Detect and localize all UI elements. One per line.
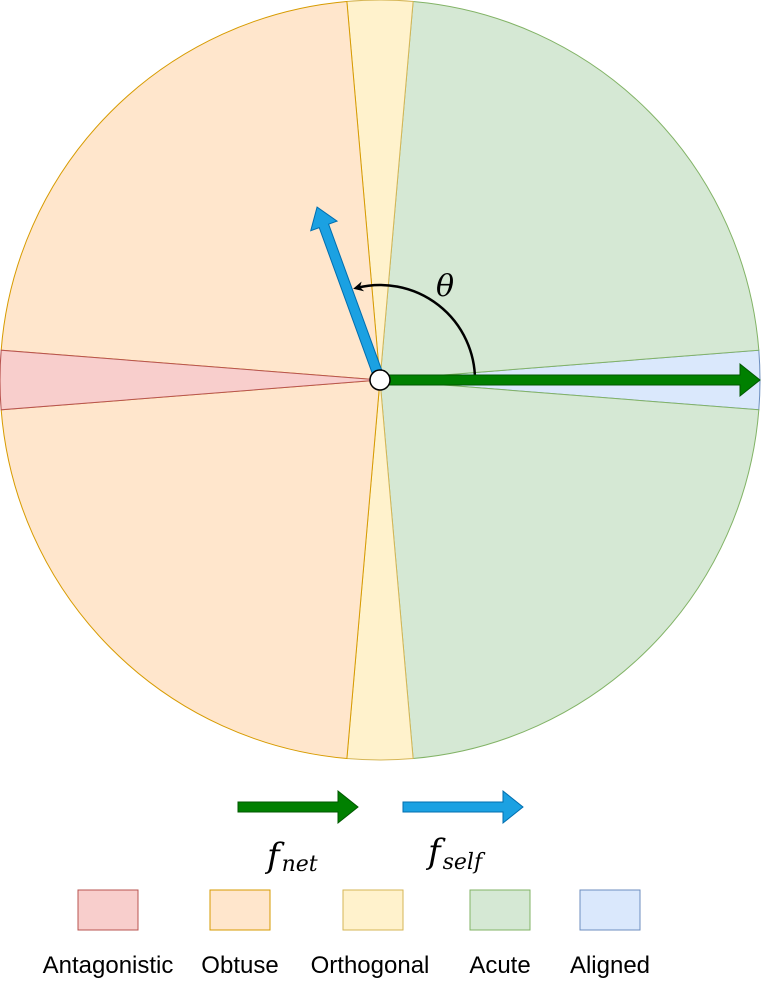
legend-swatch-orthogonal	[342, 889, 404, 931]
arrow-legend: fnet fself	[237, 789, 524, 877]
f-self-label-sub: self	[443, 850, 486, 875]
f-self-label: fself	[425, 832, 486, 875]
legend-label-antagonistic: Antagonistic	[43, 952, 174, 979]
f-net-label: fnet	[264, 836, 318, 877]
color-legend: Antagonistic Obtuse Orthogonal Acute Ali…	[43, 889, 650, 979]
f-self-legend-arrow	[402, 789, 524, 825]
sector-antagonistic	[0, 349, 381, 411]
legend-label-orthogonal: Orthogonal	[311, 952, 430, 979]
f-net-label-sub: net	[282, 852, 318, 877]
legend-swatch-aligned	[579, 889, 641, 931]
sector-obtuse-lower	[0, 379, 381, 760]
legend-swatch-obtuse	[209, 889, 271, 931]
legend-swatch-acute	[469, 889, 531, 931]
theta-angle-arc	[353, 281, 477, 381]
legend-label-aligned: Aligned	[570, 952, 650, 979]
legend-label-acute: Acute	[469, 952, 530, 979]
f-self-vector-arrow	[310, 206, 386, 383]
origin-point	[369, 369, 391, 391]
theta-label: θ	[436, 269, 454, 304]
sector-obtuse-upper	[0, 0, 381, 381]
f-net-vector-arrow	[379, 362, 761, 398]
f-net-legend-arrow	[237, 789, 359, 825]
legend-label-obtuse: Obtuse	[201, 952, 278, 979]
sector-acute-upper	[379, 0, 760, 381]
sector-acute-lower	[379, 379, 760, 760]
legend-swatch-antagonistic	[77, 889, 139, 931]
angle-sectors	[0, 0, 761, 761]
